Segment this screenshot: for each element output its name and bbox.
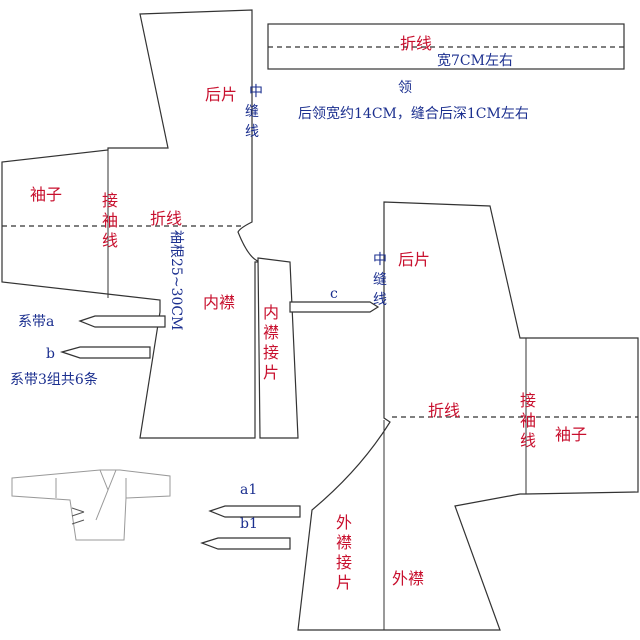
jacket-sketch-icon xyxy=(11,469,171,541)
tie-summary-label: 系带3组共6条 xyxy=(10,371,98,388)
collar-fold-label: 折线 xyxy=(400,34,432,53)
outer-lapel-ext-label: 外襟接片 xyxy=(336,513,352,592)
collar-title: 领 xyxy=(398,80,412,96)
left-center-seam-label: 中缝线 xyxy=(245,84,263,140)
left-back-label: 后片 xyxy=(205,85,237,104)
tie-a1-shape xyxy=(208,505,301,518)
tie-a1-label: a1 xyxy=(240,482,257,498)
collar-piece xyxy=(267,23,625,70)
collar-note: 后领宽约14CM，缝合后深1CM左右 xyxy=(298,105,529,122)
tie-b-label: b xyxy=(46,346,55,362)
collar-width-label: 宽7CM左右 xyxy=(437,52,513,69)
tie-a-label: 系带a xyxy=(18,314,54,330)
tie-a-shape xyxy=(78,315,166,328)
outer-lapel-label: 外襟 xyxy=(392,569,424,588)
tie-b1-shape xyxy=(200,537,291,550)
left-body-piece xyxy=(1,9,263,439)
tie-b1-label: b1 xyxy=(240,516,258,532)
right-fold-label: 折线 xyxy=(428,401,460,420)
left-sleeve-label: 袖子 xyxy=(30,185,62,204)
tie-c-label: c xyxy=(330,286,338,302)
right-center-seam-label: 中缝线 xyxy=(373,252,387,308)
cuff-root-label: 袖根25~30CM xyxy=(168,230,184,330)
right-sleeve-label: 袖子 xyxy=(555,425,587,444)
right-sleeve-join-label: 接袖线 xyxy=(520,391,536,450)
left-fold-label: 折线 xyxy=(150,209,182,228)
tie-c-shape xyxy=(289,301,380,313)
right-back-label: 后片 xyxy=(398,250,430,269)
inner-lapel-ext-label: 内襟接片 xyxy=(263,303,279,382)
inner-lapel-ext-piece xyxy=(257,257,299,439)
tie-b-shape xyxy=(59,346,151,359)
left-sleeve-join-label: 接袖线 xyxy=(102,191,118,250)
right-body-piece xyxy=(297,201,639,631)
inner-lapel-label: 内襟 xyxy=(203,293,235,312)
